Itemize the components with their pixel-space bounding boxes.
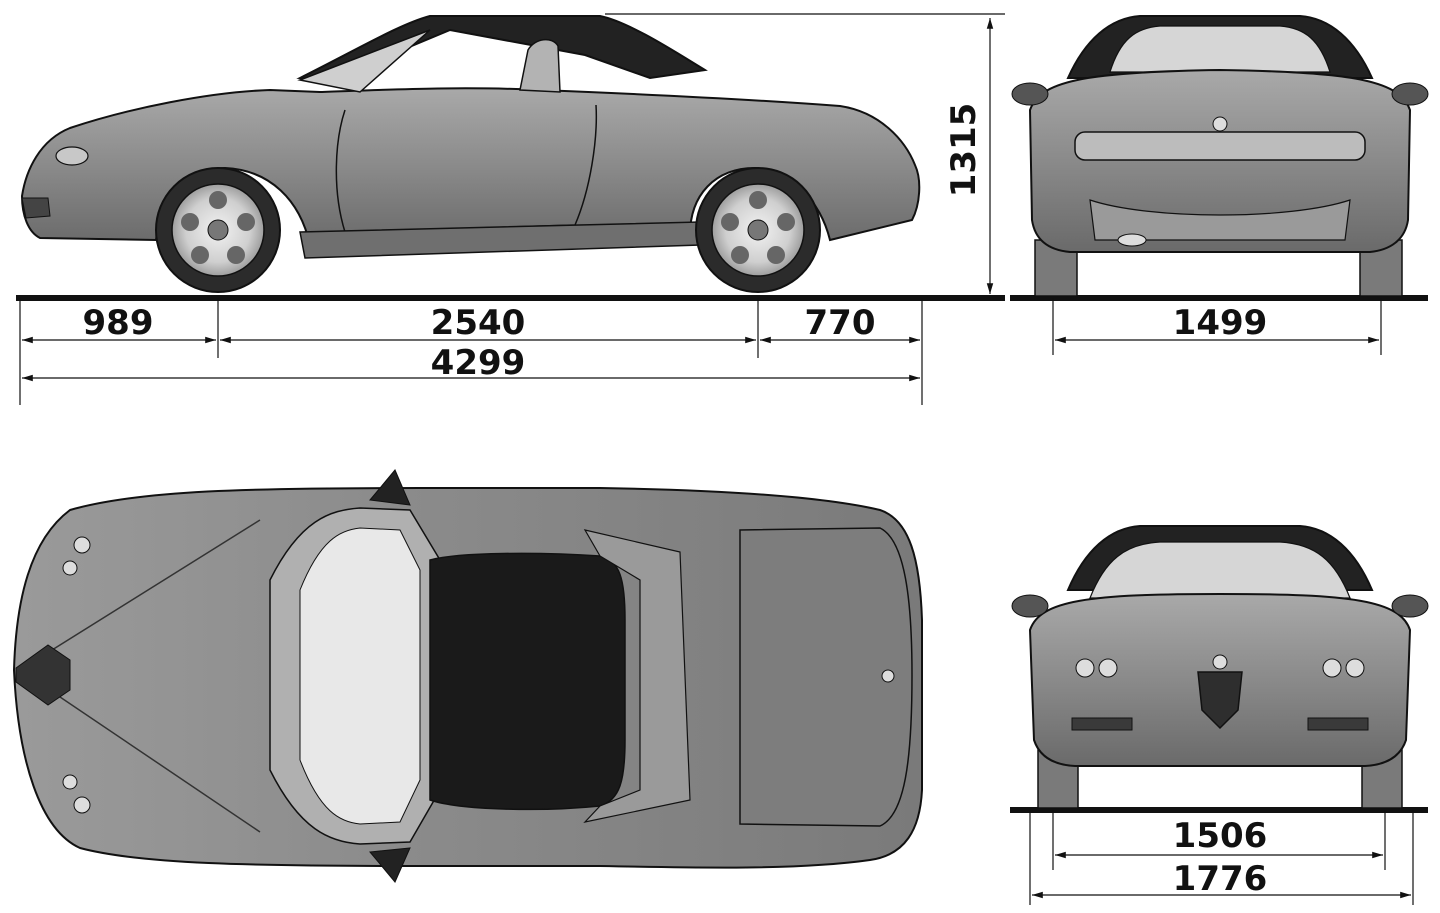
top-right-mirror [369,847,411,883]
rear-right-mirror [1391,82,1429,106]
rear-tail-panel [1074,131,1366,161]
overall-width-label: 1776 [1173,859,1268,899]
front-track-label: 1506 [1173,816,1268,856]
side-view: 989 2540 770 4299 1315 [16,13,1005,405]
top-boot-lid [739,527,913,827]
side-front-grille [21,197,51,219]
rear-overhang-label: 770 [805,303,876,343]
overall-length-label: 4299 [431,343,526,383]
top-windscreen-glass [299,527,421,825]
side-windscreen [297,29,431,93]
front-view: 1506 1776 [1010,525,1429,905]
rear-window [1109,25,1331,73]
front-left-mirror [1011,594,1049,618]
rear-body [1028,68,1412,253]
top-left-mirror [369,469,411,506]
rear-view: 1499 [1010,15,1429,355]
front-overhang-label: 989 [83,303,154,343]
rear-left-mirror [1011,82,1049,106]
top-cockpit [429,552,626,811]
rear-diffuser [1089,199,1351,241]
top-view [12,469,923,883]
height-label: 1315 [944,103,984,198]
rear-badge [1212,116,1228,132]
side-rear-wheel [695,167,821,293]
front-right-mirror [1391,594,1429,618]
side-soft-top [296,15,708,82]
side-seat [519,38,561,93]
front-windscreen [1089,541,1351,599]
side-front-wheel [155,167,281,293]
wheelbase-label: 2540 [431,303,526,343]
side-headlight [55,146,89,166]
rear-track-label: 1499 [1173,303,1268,343]
top-seat-frame [583,529,691,823]
side-body [20,87,921,247]
top-grille [15,644,71,706]
rear-exhaust [1117,233,1147,247]
front-grille [1197,671,1243,730]
